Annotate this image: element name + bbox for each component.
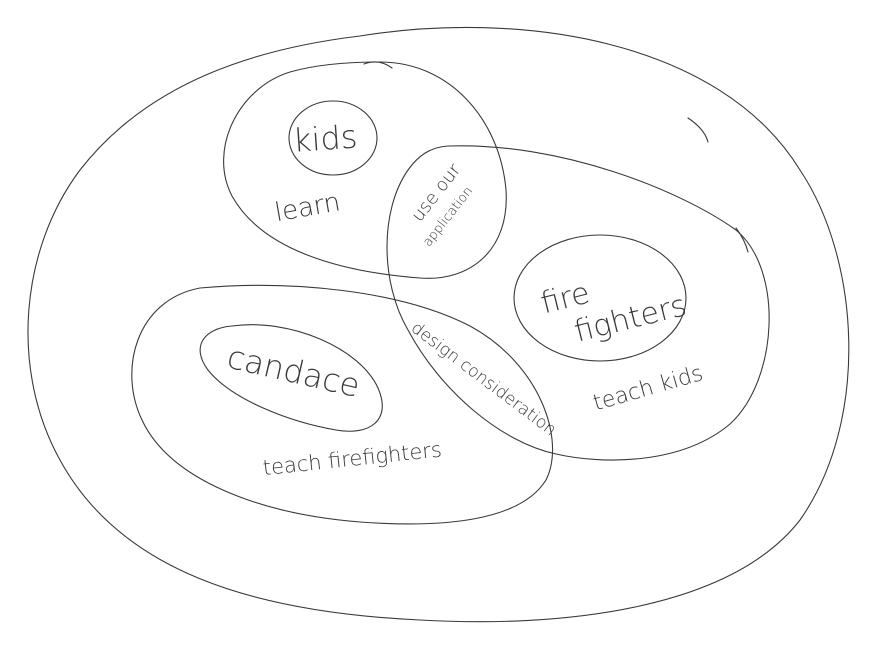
- candace-inner-shape: [199, 324, 383, 432]
- firefighters-inner-circle: [513, 234, 687, 362]
- kids-region-shape: [223, 61, 507, 279]
- candace-firefighters-overlap-label: design consideration: [407, 318, 560, 440]
- firefighters-region-stroke-tail: [735, 227, 749, 253]
- outer-boundary-shape: [27, 26, 850, 623]
- firefighters-activity-label: teach kids: [590, 361, 705, 416]
- kids-activity-label: learn: [272, 187, 342, 228]
- outer-boundary-stroke-tail: [687, 117, 709, 143]
- kids-inner-circle: [288, 100, 378, 176]
- kids-label: kids: [292, 117, 359, 159]
- candace-label: candace: [224, 338, 364, 405]
- candace-activity-label: teach firefighters: [262, 437, 443, 480]
- outer-boundary-stroke-tail: [363, 61, 393, 69]
- candace-region-shape: [131, 284, 554, 525]
- firefighters-region-shape: [386, 145, 770, 461]
